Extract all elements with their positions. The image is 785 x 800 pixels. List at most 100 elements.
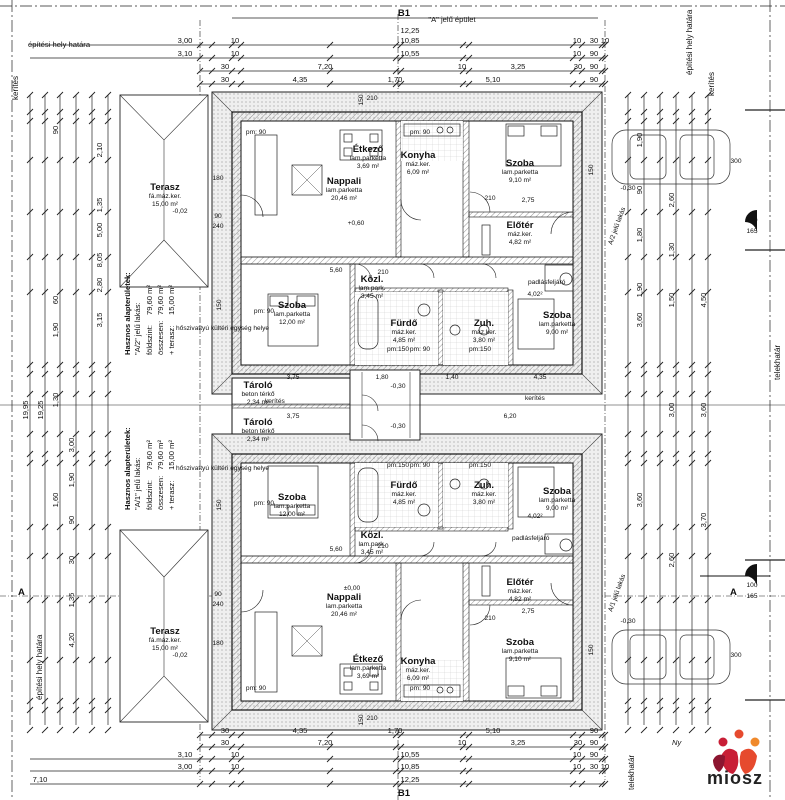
dimension-tick — [237, 743, 245, 751]
dimension-tick — [56, 108, 64, 116]
dimension-tick — [26, 156, 34, 164]
furniture-top — [254, 123, 574, 350]
dimension-lines-sides — [11, 0, 771, 800]
dimension-tick — [88, 726, 96, 734]
level-402b: 4,02² — [527, 513, 543, 520]
level-store-b: -0,30 — [390, 423, 405, 430]
dimension-tick — [208, 743, 216, 751]
dimension-tick — [672, 108, 680, 116]
dimension-tick — [656, 117, 664, 125]
dimension-tick — [640, 390, 648, 398]
dimension-tick — [688, 370, 696, 378]
dimension-tick — [598, 54, 606, 62]
dimension-tick — [688, 208, 696, 216]
dimension-tick — [578, 743, 586, 751]
dimension-tick — [208, 767, 216, 775]
dimension-tick — [598, 743, 606, 751]
room-top-floor: lam.parketta — [502, 169, 539, 176]
dimension-tick — [88, 253, 96, 261]
dim-right-c1: 90 — [635, 186, 644, 194]
dimension-tick — [672, 370, 680, 378]
dimension-tick — [41, 156, 49, 164]
room-top-name: Tároló — [243, 380, 272, 391]
section-mark-a-right: A — [730, 587, 737, 598]
dimension-tick — [624, 726, 632, 734]
dimension-tick — [672, 450, 680, 458]
dim-top-r4: 30 — [221, 62, 229, 71]
dimension-tick — [41, 706, 49, 714]
dimension-tick — [598, 80, 606, 88]
dimension-tick — [569, 41, 577, 49]
dimension-tick — [688, 253, 696, 261]
dimension-tick — [656, 156, 664, 164]
dim-left-c2: 90 — [67, 516, 76, 524]
dimension-tick — [104, 108, 112, 116]
dimension-tick — [104, 706, 112, 714]
room-top-floor: lam.park. — [358, 285, 385, 292]
dim-435: 4,35 — [534, 374, 547, 381]
dim-bottom-r2: 30 — [574, 738, 582, 747]
dimension-tick — [208, 54, 216, 62]
dimension-tick — [624, 459, 632, 467]
brand-name: miosz — [707, 768, 764, 788]
room-top-area: 2,34 m² — [247, 399, 270, 406]
dimension-tick — [656, 208, 664, 216]
dimension-tick — [569, 767, 577, 775]
dimension-tick — [228, 780, 236, 788]
dimension-tick — [640, 361, 648, 369]
dim-bottom-r3: 90 — [590, 750, 598, 759]
room-top-name: Étkező — [353, 144, 384, 155]
dimension-tick — [41, 370, 49, 378]
dimension-tick — [624, 552, 632, 560]
room-bottom-area: 3,69 m² — [357, 673, 380, 680]
dimension-tick — [397, 54, 405, 62]
dim-bottom-r1: 30 — [221, 726, 229, 735]
dimension-tick — [688, 117, 696, 125]
dimension-tick — [26, 726, 34, 734]
dimension-tick — [656, 523, 664, 531]
dimension-tick — [598, 67, 606, 75]
dimension-tick — [41, 523, 49, 531]
door-mark-pm: pm: 90 — [410, 685, 430, 692]
dimension-tick — [688, 91, 696, 99]
dimension-tick — [601, 67, 609, 75]
dim-bottom-r3: 3,10 — [178, 750, 193, 759]
svg-text:Hasznos alapterületek:: Hasznos alapterületek: — [123, 427, 132, 510]
dim-left-c2: 1,35 — [67, 593, 76, 608]
dim-left-c3: 60 — [51, 296, 60, 304]
dimension-tick — [41, 459, 49, 467]
dimension-tick — [104, 253, 112, 261]
dimension-tick — [672, 596, 680, 604]
dimension-tick — [41, 552, 49, 560]
dim-top-r2: 10 — [573, 36, 581, 45]
dim-bottom-r4: 30 — [590, 762, 598, 771]
fence-middle-right: kerítés — [525, 395, 545, 402]
door-165: 165 — [746, 593, 757, 600]
dimension-tick — [41, 361, 49, 369]
dimension-tick — [640, 697, 648, 705]
dimension-tick — [640, 108, 648, 116]
dimension-tick — [569, 54, 577, 62]
dimension-tick — [56, 430, 64, 438]
dimension-tick — [624, 117, 632, 125]
dim-left-c2: 30 — [67, 556, 76, 564]
dimension-tick — [578, 80, 586, 88]
dimension-tick — [392, 41, 400, 49]
dimension-tick — [104, 91, 112, 99]
dimension-tick — [26, 361, 34, 369]
dimension-tick — [465, 731, 473, 739]
dimension-tick — [72, 552, 80, 560]
room-bottom-area: 9,10 m² — [509, 656, 532, 663]
room-top-name: Zuh. — [474, 318, 494, 329]
dimension-tick — [640, 430, 648, 438]
dimension-tick — [208, 755, 216, 763]
dimension-tick — [72, 288, 80, 296]
dimension-tick — [459, 780, 467, 788]
dim-top-r3: 10 — [573, 49, 581, 58]
dim-bottom-r1: 5,10 — [486, 726, 501, 735]
dimension-tick — [465, 780, 473, 788]
dimension-tick — [640, 596, 648, 604]
dimension-tick — [326, 780, 334, 788]
dimension-tick — [656, 430, 664, 438]
